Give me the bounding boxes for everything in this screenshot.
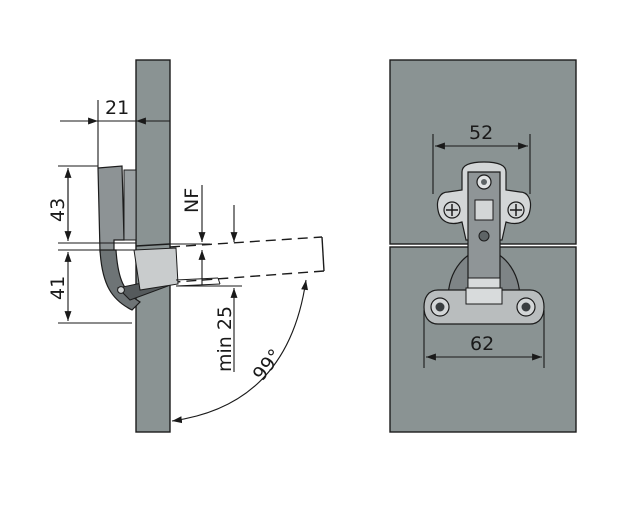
hinge-pivot (117, 286, 125, 294)
dim-62-label: 62 (470, 333, 494, 355)
dim-21 (60, 100, 170, 168)
dim-43 (58, 165, 136, 244)
door-plate (423, 289, 545, 325)
screw-top-icon (476, 174, 492, 190)
screw-left-icon (443, 201, 461, 219)
front-view: 52 62 (389, 59, 577, 433)
screw-adjust-icon (478, 230, 490, 242)
door-screw-left-icon (430, 297, 450, 317)
dim-43-label: 43 (47, 198, 69, 222)
dim-41-label: 41 (47, 276, 69, 300)
screw-right-icon (507, 201, 525, 219)
dim-52 (432, 134, 531, 194)
hinge-arm (99, 249, 141, 311)
dim-nf-label: NF (181, 188, 203, 213)
hinge-mount-plate (123, 169, 137, 241)
dim-min25-label: min 25 (214, 306, 236, 372)
hinge-door-bracket (133, 247, 179, 291)
arm-slot (474, 199, 494, 221)
open-door-outline (135, 236, 325, 283)
door-screw-right-icon (516, 297, 536, 317)
dim-angle-label: 99° (249, 345, 287, 385)
side-view: 21 43 41 NF min (47, 59, 325, 433)
dim-21-label: 21 (105, 97, 129, 119)
dim-nf (170, 185, 210, 285)
dim-52-label: 52 (469, 122, 493, 144)
dim-41 (58, 249, 136, 324)
angle-arc (171, 279, 309, 424)
dim-62 (423, 310, 545, 368)
